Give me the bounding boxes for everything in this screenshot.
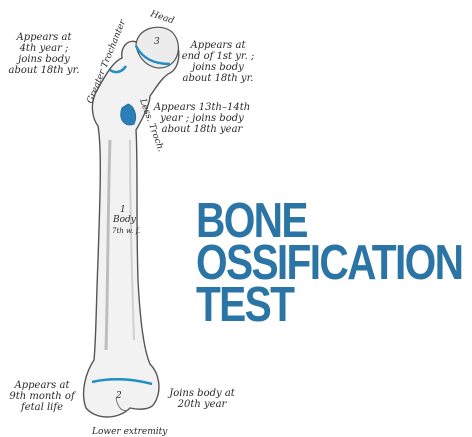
lesser-trochanter-note: Appears 13th–14th year ; joins body abou… [150,102,254,135]
lower-extremity-label: Lower extremity [91,427,168,437]
body-number: 1 [120,205,126,215]
lower-number: 2 [115,391,122,401]
head-label: Head [148,9,175,26]
head-note: Appears at end of 1st yr. ; joins body a… [176,40,260,84]
lower-appears-note: Appears at 9th month of fetal life [2,380,82,413]
lower-joins-note: Joins body at 20th year [160,388,244,410]
title-line-3: TEST [196,284,462,326]
body-fetal-label: 7th w. f. [112,227,140,235]
page-title: BONE OSSIFICATION TEST [196,200,462,326]
body-label: Body [112,215,137,225]
head-number: 3 [154,37,160,47]
greater-trochanter-note: Appears at 4th year ; joins body about 1… [2,32,86,76]
